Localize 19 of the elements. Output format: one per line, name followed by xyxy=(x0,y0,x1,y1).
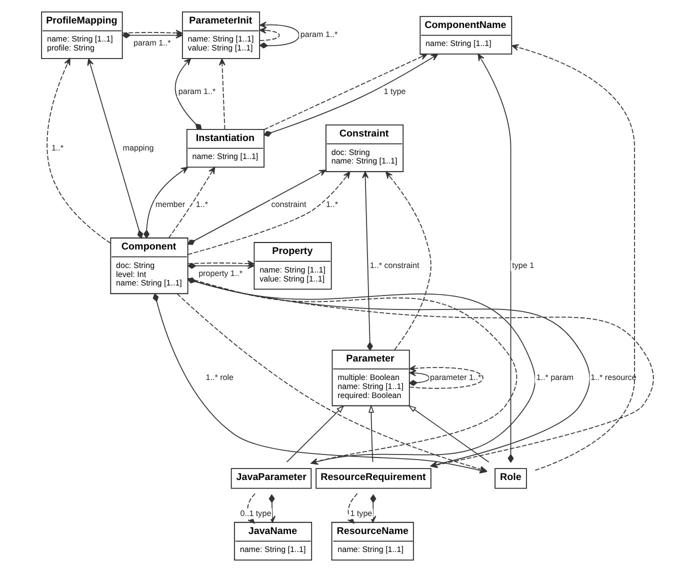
edge-label: 1..* param xyxy=(536,372,574,382)
edge-label: 1 type xyxy=(383,86,406,96)
edge-label: 1 type xyxy=(350,508,372,518)
edge-label: parameter 1..* xyxy=(430,372,481,382)
edge-label: 0..1 type xyxy=(240,508,271,518)
edge-label: param 1..* xyxy=(300,30,338,40)
edge-label: property 1..* xyxy=(198,268,242,278)
edge-label: param 1..* xyxy=(178,86,216,96)
edge-label: 1..* role xyxy=(205,372,234,382)
edge-label: param 1..* xyxy=(133,38,170,48)
edge-label: mapping xyxy=(122,143,154,152)
edge-label: 1..* resource xyxy=(590,372,636,382)
edge-label: member xyxy=(155,200,185,209)
edge-label: 1..* xyxy=(195,200,208,209)
edge-label: constraint xyxy=(270,200,306,209)
edge-label: 1..* xyxy=(325,200,338,209)
edge-label: 1..* xyxy=(50,143,64,152)
edge-label: type 1 xyxy=(512,260,534,270)
edge-label: 1..* constraint xyxy=(369,260,419,270)
